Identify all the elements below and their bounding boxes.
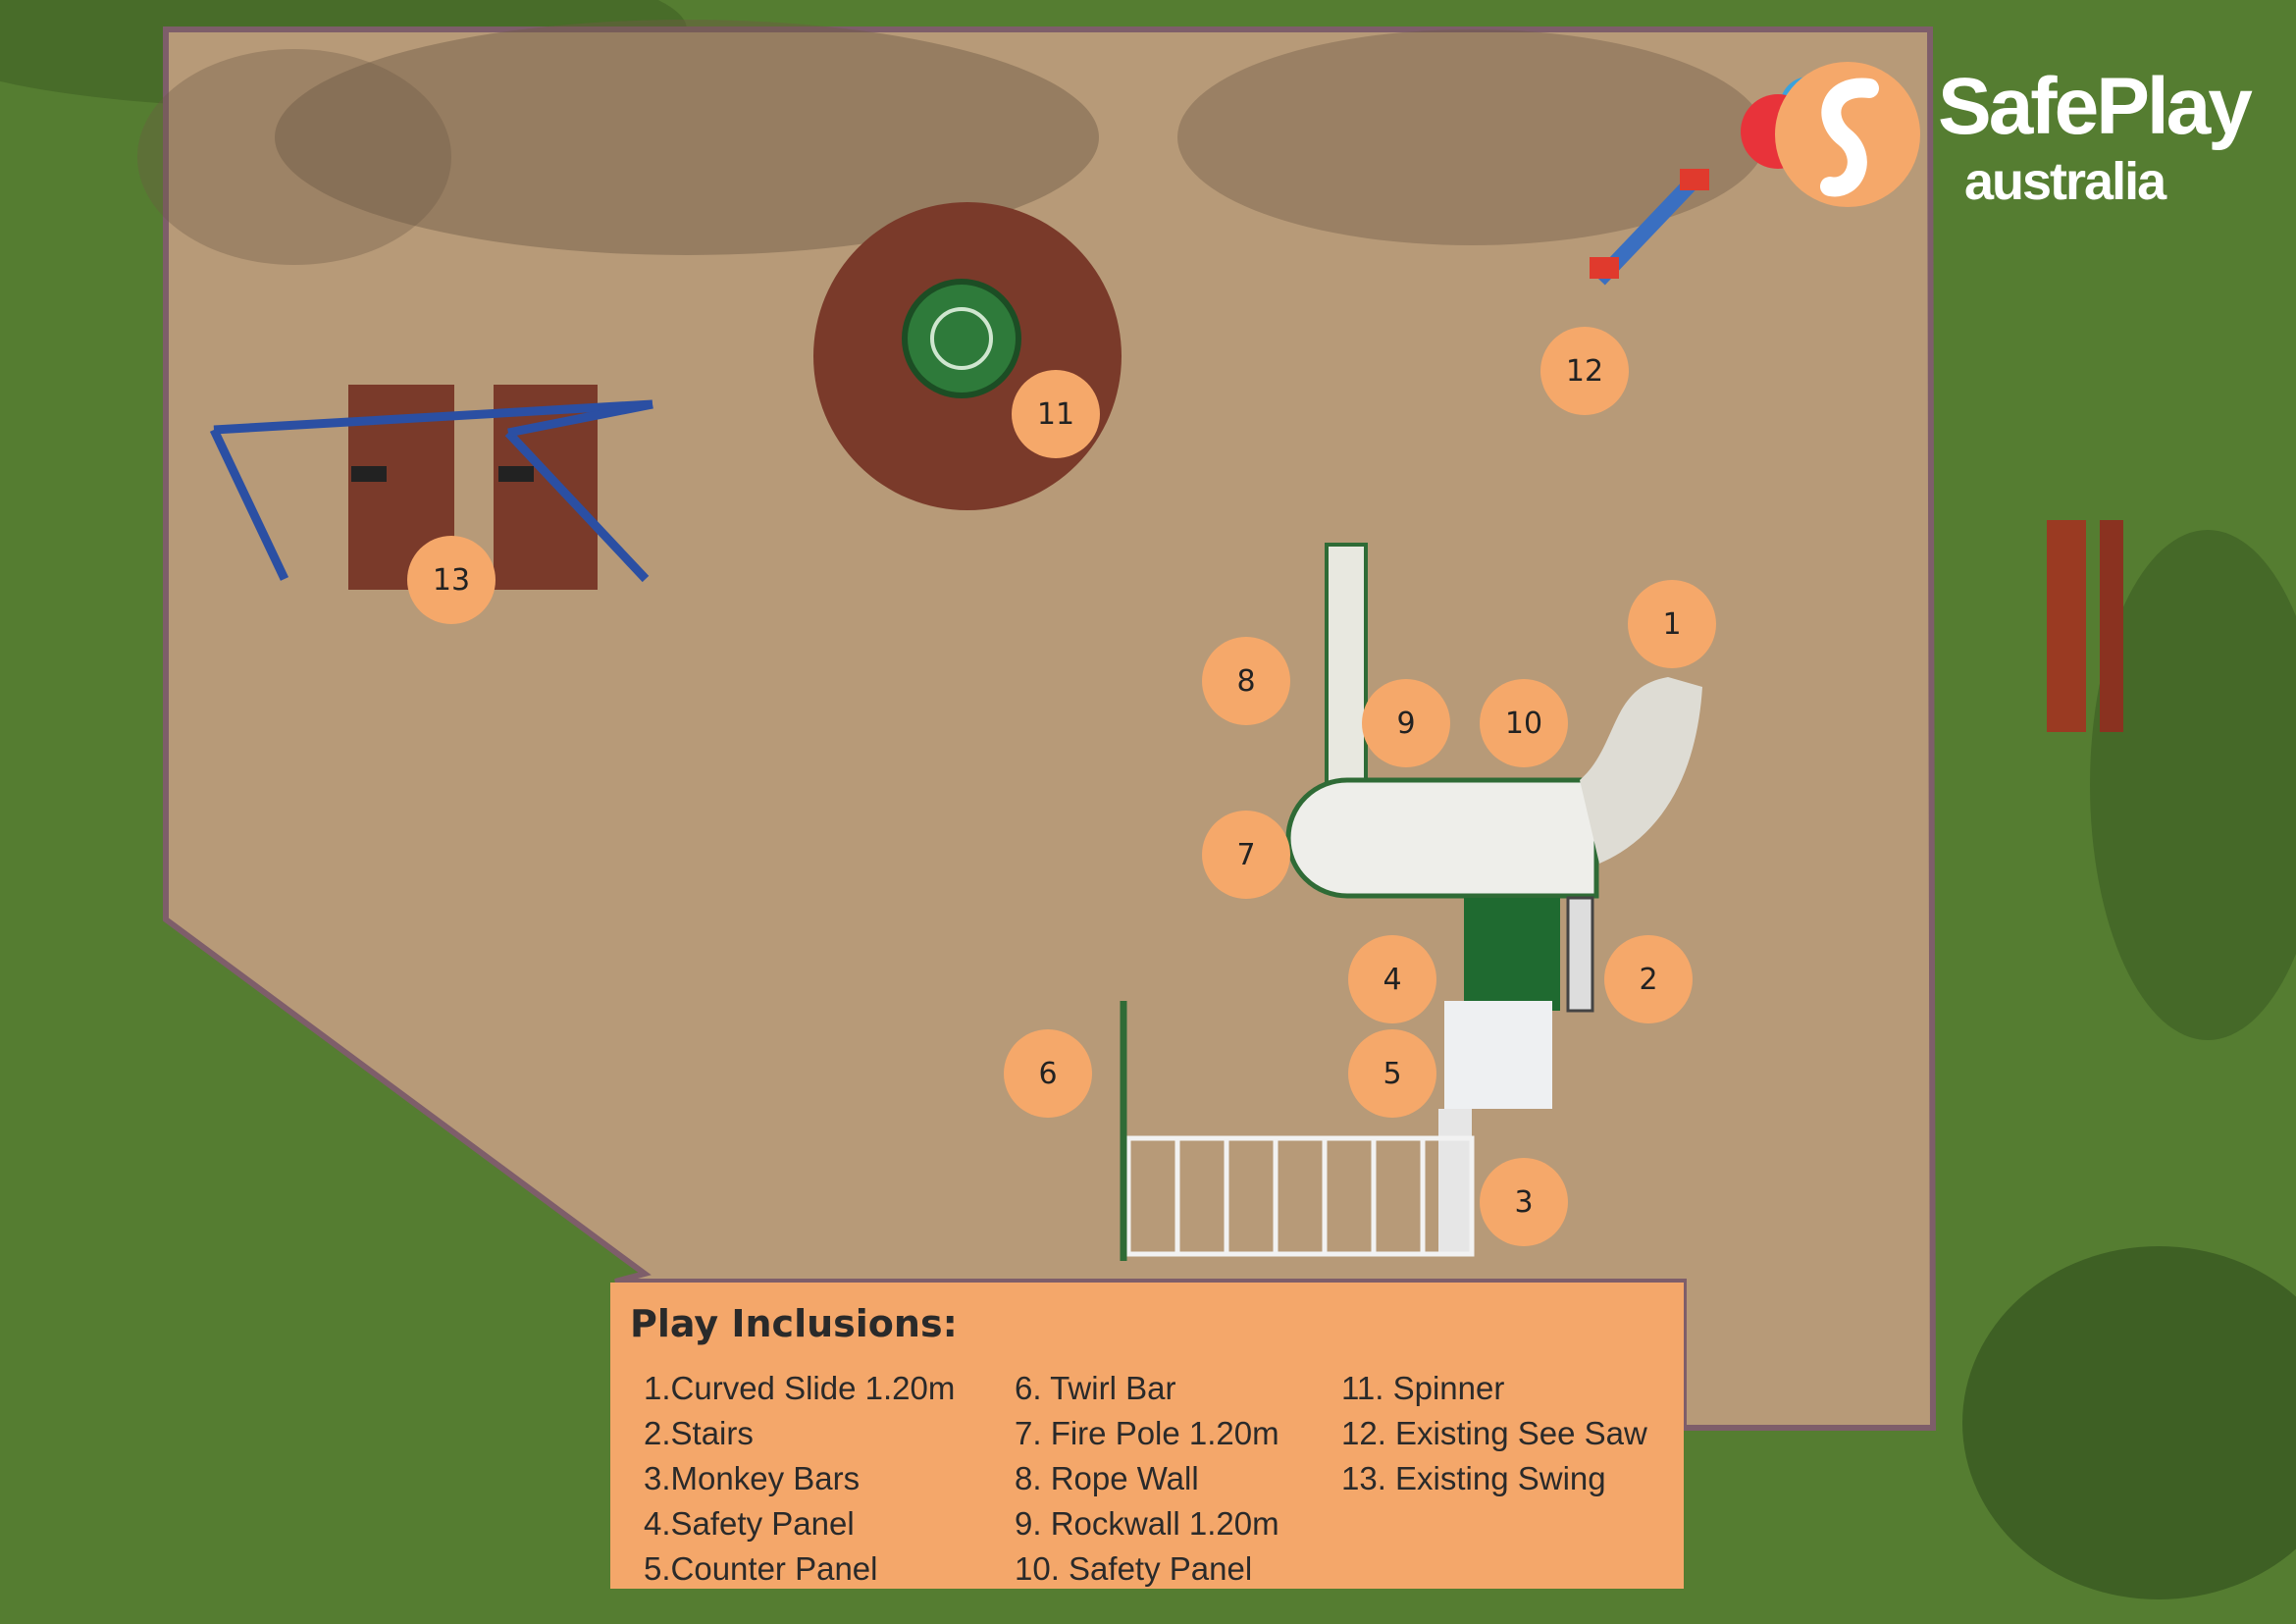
legend-item: 7. Fire Pole 1.20m [1015, 1415, 1279, 1451]
equipment-marker-6[interactable]: 6 [1004, 1029, 1092, 1118]
safeplay-logo: SafePlay australia [1737, 59, 2286, 226]
see-saw [1590, 169, 1709, 286]
equipment-marker-7[interactable]: 7 [1202, 811, 1290, 899]
legend-item: 5.Counter Panel [644, 1550, 878, 1587]
legend-item: 3.Monkey Bars [644, 1460, 861, 1496]
tree-shadow [137, 49, 451, 265]
equipment-marker-11[interactable]: 11 [1012, 370, 1100, 458]
equipment-marker-5[interactable]: 5 [1348, 1029, 1436, 1118]
legend-item: 4.Safety Panel [644, 1505, 855, 1542]
logo-name: SafePlay [1938, 62, 2253, 151]
equipment-marker-12[interactable]: 12 [1540, 327, 1629, 415]
legend-title: Play Inclusions: [630, 1302, 958, 1345]
tree-shadow [275, 20, 1099, 255]
legend-item: 6. Twirl Bar [1015, 1370, 1176, 1406]
equipment-marker-2[interactable]: 2 [1604, 935, 1693, 1023]
legend-item: 11. Spinner [1341, 1370, 1505, 1406]
legend-item: 1.Curved Slide 1.20m [644, 1370, 956, 1406]
tree-shadow [1177, 29, 1766, 245]
play-inclusions-legend: Play Inclusions: 1.Curved Slide 1.20m 2.… [610, 1283, 1684, 1589]
swing-seat [498, 466, 534, 482]
spinner-rail [930, 307, 993, 370]
tree-shadow [1962, 1246, 2296, 1599]
equipment-marker-10[interactable]: 10 [1480, 679, 1568, 767]
equipment-marker-4[interactable]: 4 [1348, 935, 1436, 1023]
equipment-marker-1[interactable]: 1 [1628, 580, 1716, 668]
legend-item: 10. Safety Panel [1015, 1550, 1253, 1587]
equipment-marker-8[interactable]: 8 [1202, 637, 1290, 725]
equipment-marker-3[interactable]: 3 [1480, 1158, 1568, 1246]
legend-item: 12. Existing See Saw [1341, 1415, 1647, 1451]
bench [2047, 520, 2123, 732]
tree-shadow [2090, 530, 2296, 1040]
legend-item: 13. Existing Swing [1341, 1460, 1606, 1496]
logo-subtitle: australia [1964, 152, 2166, 211]
legend-item: 2.Stairs [644, 1415, 754, 1451]
equipment-marker-13[interactable]: 13 [407, 536, 496, 624]
swing-seat [351, 466, 387, 482]
spinner [902, 279, 1021, 398]
swing-frame [209, 399, 653, 583]
equipment-marker-9[interactable]: 9 [1362, 679, 1450, 767]
logo-mark-icon [1741, 62, 1920, 207]
legend-item: 9. Rockwall 1.20m [1015, 1505, 1279, 1542]
legend-item: 8. Rope Wall [1015, 1460, 1199, 1496]
play-structure [1120, 543, 1702, 1261]
